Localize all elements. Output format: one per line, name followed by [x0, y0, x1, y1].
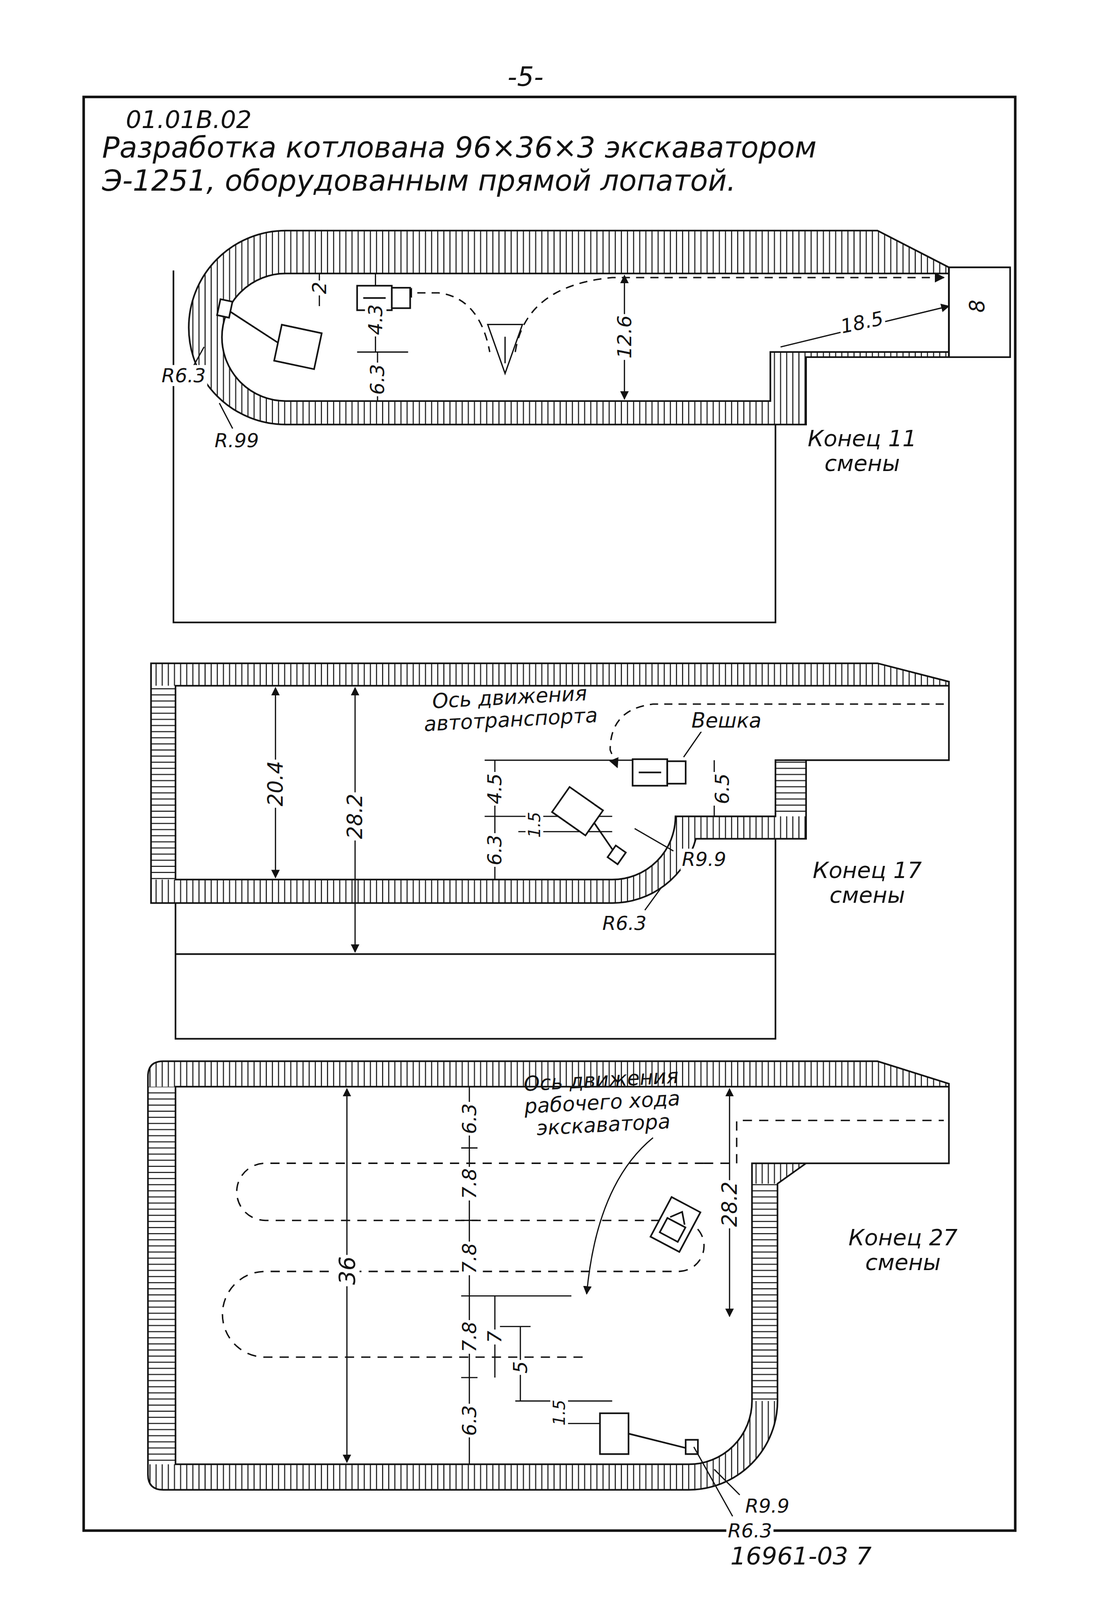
dimension-label: 28.2: [343, 792, 367, 841]
dimension-label: -5-: [505, 62, 545, 92]
dimension-label: 4.5: [484, 771, 506, 806]
dimension-label: Вешка: [690, 709, 763, 732]
excavator-symbol: [650, 1196, 701, 1253]
dimension-label: 4.3: [364, 302, 387, 337]
dimension-label: 6.3: [366, 362, 389, 397]
truck-symbol: [632, 759, 686, 786]
dimension-label: 8: [966, 298, 989, 314]
excavator-symbol: [599, 1412, 699, 1454]
dimension-label: R6.3: [160, 364, 208, 387]
dimension-label: 20.4: [264, 759, 287, 808]
note-label: Ось движения рабочего хода экскаватора: [497, 1062, 708, 1141]
note-label: Ось движения автотранспорта: [405, 680, 615, 736]
dimension-label: 16961-03 7: [728, 1542, 873, 1570]
dimension-label: 2: [308, 280, 331, 296]
dimension-label: 7.8: [458, 1166, 481, 1201]
title: Разработка котлована 96×36×3 экскаваторо…: [101, 130, 934, 198]
dimension-label: 5: [509, 1359, 532, 1375]
pit-plan-27: [148, 1061, 949, 1517]
dimension-label: 6.3: [458, 1101, 481, 1136]
dimension-label: 6.3: [484, 833, 506, 867]
dimension-label: 01.01В.02: [124, 106, 253, 134]
dimension-label: R6.3: [600, 912, 649, 935]
dimension-label: 6.5: [711, 771, 734, 806]
excavator-symbol: [210, 299, 325, 370]
dimension-label: 28.2: [718, 1179, 741, 1228]
dimension-label: R.99: [213, 430, 261, 452]
dimension-label: 1.5: [550, 1397, 569, 1427]
dimension-label: 7: [484, 1329, 506, 1345]
note-label: Конец 11 смены: [800, 426, 925, 476]
dimension-label: R6.3: [726, 1519, 774, 1542]
dimension-label: R9.9: [680, 848, 728, 870]
excavator-symbol: [548, 786, 639, 864]
dimension-label: 36: [334, 1254, 360, 1286]
dimension-label: 6.3: [458, 1403, 481, 1438]
note-label: Конец 17 смены: [805, 857, 929, 908]
dimension-label: 1.5: [525, 810, 544, 840]
page-frame: [83, 96, 1016, 1531]
dimension-label: 7.8: [458, 1319, 481, 1354]
pit-plan-11: [173, 230, 1011, 623]
pit-plan-17: [150, 662, 949, 1039]
note-label: Конец 27 смены: [841, 1225, 965, 1275]
dimension-label: 12.6: [613, 313, 636, 360]
dimension-label: 7.8: [458, 1241, 481, 1275]
dimension-label: 18.5: [837, 307, 888, 338]
dimension-label: R9.9: [743, 1495, 791, 1518]
